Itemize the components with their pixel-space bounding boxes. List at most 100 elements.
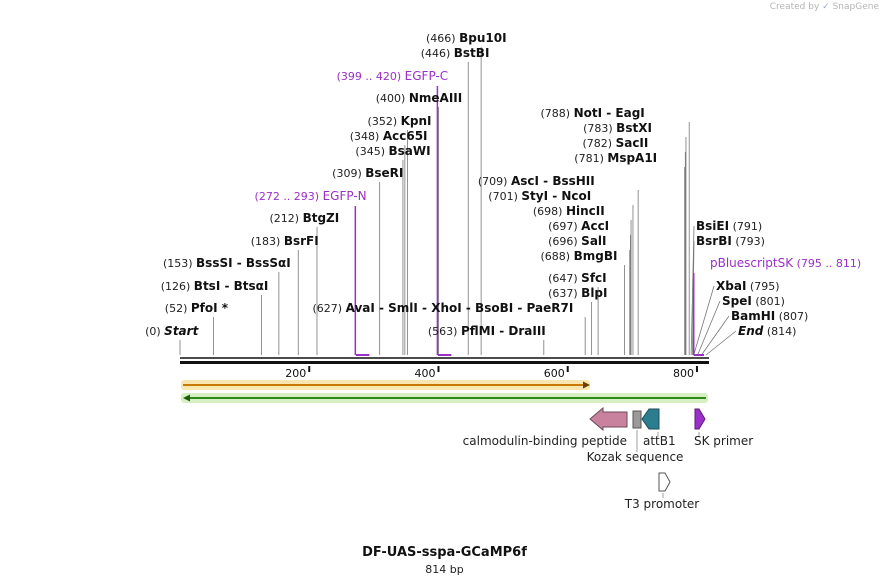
enzyme-leader-line <box>705 330 737 356</box>
enzyme-lines <box>179 47 737 356</box>
enzyme-site-bpu10i[interactable]: (466) Bpu10I <box>426 31 507 45</box>
enzyme-site-acci[interactable]: (697) AccI <box>548 219 609 233</box>
enzyme-site-noti-eagi[interactable]: (788) NotI - EagI <box>541 106 645 120</box>
enzyme-label: SpeI (801) <box>722 294 785 308</box>
enzyme-site-spei[interactable]: SpeI (801) <box>722 294 785 308</box>
enzyme-site-avai-smli-xhoi-bsobi-paer7i[interactable]: (627) AvaI - SmlI - XhoI - BsoBI - PaeR7… <box>313 301 574 315</box>
enzyme-site-acc65i[interactable]: (348) Acc65I <box>350 129 428 143</box>
primer-pbluescriptsk[interactable]: pBluescriptSK (795 .. 811) <box>692 256 861 356</box>
enzyme-site-pflmi-draiii[interactable]: (563) PflMI - DraIII <box>428 324 546 338</box>
enzyme-leader-line <box>693 285 715 356</box>
axis-ticks: 200 400 600 800 <box>285 366 698 380</box>
enzyme-label: XbaI (795) <box>716 279 779 293</box>
green-bar[interactable] <box>181 393 708 403</box>
enzyme-site-sacii[interactable]: (782) SacII <box>583 136 649 150</box>
enzyme-site-xbai[interactable]: XbaI (795) <box>716 279 779 293</box>
enzyme-site-bsssi-bsss-i[interactable]: (153) BssSI - BssSαI <box>163 256 291 270</box>
enzyme-label: (788) NotI - EagI <box>541 106 645 120</box>
enzyme-label: (212) BtgZI <box>269 211 339 225</box>
enzyme-label: (688) BmgBI <box>541 249 618 263</box>
axis-tick-label: 800 <box>673 367 694 380</box>
plasmid-length: 814 bp <box>425 563 464 576</box>
enzyme-site-btgzi[interactable]: (212) BtgZI <box>269 211 339 225</box>
enzyme-label: (183) BsrFI <box>251 234 319 248</box>
sk-primer-label: SK primer <box>694 434 753 448</box>
calmodulin-binding-peptide-label: calmodulin-binding peptide <box>463 434 627 448</box>
t3-promoter-label: T3 promoter <box>624 497 700 511</box>
enzyme-site-kpni[interactable]: (352) KpnI <box>368 114 432 128</box>
attb1-feature[interactable] <box>641 408 660 430</box>
enzyme-site-bseri[interactable]: (309) BseRI <box>332 166 403 180</box>
kozak-sequence-label: Kozak sequence <box>587 450 684 464</box>
enzyme-site-hincii[interactable]: (698) HincII <box>533 204 605 218</box>
primer-label: (272 .. 293) EGFP-N <box>255 189 367 203</box>
enzyme-leader-line <box>697 300 721 356</box>
enzyme-label: (709) AscI - BssHII <box>478 174 595 188</box>
enzyme-site-nmeaiii[interactable]: (400) NmeAIII <box>376 91 462 105</box>
enzyme-label: (345) BsaWI <box>355 144 430 158</box>
enzyme-label: (637) BlpI <box>548 286 607 300</box>
enzyme-site-sali[interactable]: (696) SalI <box>548 234 606 248</box>
calmodulin-binding-peptide-feature[interactable] <box>589 406 628 432</box>
watermark-prefix: Created by <box>769 2 820 12</box>
enzyme-label: (781) MspA1I <box>574 151 657 165</box>
kozak-sequence-feature[interactable] <box>632 410 642 429</box>
axis-tick-label: 200 <box>285 367 306 380</box>
enzyme-label: BsiEI (791) <box>696 219 762 233</box>
enzyme-site-bsiei[interactable]: BsiEI (791) <box>696 219 762 233</box>
enzyme-site-styi-ncoi[interactable]: (701) StyI - NcoI <box>488 189 591 203</box>
primer-egfp-c[interactable]: (399 .. 420) EGFP-C <box>337 69 452 356</box>
primer-label: (399 .. 420) EGFP-C <box>337 69 449 83</box>
enzyme-site-bstbi[interactable]: (446) BstBI <box>421 46 490 60</box>
primer-egfp-n[interactable]: (272 .. 293) EGFP-N <box>255 189 370 356</box>
enzyme-label: (0) Start <box>145 324 199 338</box>
enzyme-label: (698) HincII <box>533 204 605 218</box>
enzyme-leader-line <box>701 315 730 356</box>
enzyme-site-start[interactable]: (0) Start <box>145 324 199 338</box>
enzyme-site-bsrfi[interactable]: (183) BsrFI <box>251 234 319 248</box>
t3-promoter-feature[interactable] <box>658 472 671 492</box>
plasmid-name: DF-UAS-sspa-GCaMP6f <box>362 545 527 560</box>
enzyme-label: End (814) <box>738 324 796 338</box>
enzyme-label: BamHI (807) <box>731 309 808 323</box>
enzyme-label: (352) KpnI <box>368 114 432 128</box>
enzyme-site-btsi-bts-i[interactable]: (126) BtsI - BtsαI <box>161 279 269 293</box>
attb1-label: attB1 <box>643 434 676 448</box>
enzyme-label: (348) Acc65I <box>350 129 428 143</box>
enzyme-site-blpi[interactable]: (637) BlpI <box>548 286 607 300</box>
enzyme-label: BsrBI (793) <box>696 234 765 248</box>
orange-bar[interactable] <box>181 380 590 390</box>
enzyme-site-sfci[interactable]: (647) SfcI <box>548 271 607 285</box>
snapgene-watermark: Created by ✓ SnapGene <box>770 2 879 12</box>
enzyme-site-end[interactable]: End (814) <box>738 324 796 338</box>
enzyme-site-bamhi[interactable]: BamHI (807) <box>731 309 808 323</box>
watermark-brand: SnapGene <box>832 2 879 12</box>
enzyme-label: (563) PflMI - DraIII <box>428 324 546 338</box>
enzyme-site-asci-bsshii[interactable]: (709) AscI - BssHII <box>478 174 595 188</box>
enzyme-label: (647) SfcI <box>548 271 607 285</box>
enzyme-label: (153) BssSI - BssSαI <box>163 256 291 270</box>
enzyme-site-mspa1i[interactable]: (781) MspA1I <box>574 151 657 165</box>
snapgene-logo-icon: ✓ <box>822 2 830 12</box>
enzyme-site-bmgbi[interactable]: (688) BmgBI <box>541 249 618 263</box>
sk-primer-feature[interactable] <box>694 408 706 430</box>
enzyme-site-bstxi[interactable]: (783) BstXI <box>583 121 652 135</box>
enzyme-site-pfoi[interactable]: (52) PfoI * <box>165 301 229 315</box>
enzyme-label: (466) Bpu10I <box>426 31 507 45</box>
axis-tick-label: 600 <box>544 367 565 380</box>
enzyme-label: (126) BtsI - BtsαI <box>161 279 269 293</box>
enzyme-label: (446) BstBI <box>421 46 490 60</box>
enzyme-label: (627) AvaI - SmlI - XhoI - BsoBI - PaeR7… <box>313 301 574 315</box>
enzyme-site-bsrbi[interactable]: BsrBI (793) <box>696 234 765 248</box>
axis-tick-label: 400 <box>414 367 435 380</box>
sequence-backbone <box>180 357 709 364</box>
enzyme-label: (400) NmeAIII <box>376 91 462 105</box>
primer-label: pBluescriptSK (795 .. 811) <box>710 256 861 270</box>
enzyme-label: (782) SacII <box>583 136 649 150</box>
enzyme-label: (52) PfoI * <box>165 301 229 315</box>
enzyme-site-bsawi[interactable]: (345) BsaWI <box>355 144 430 158</box>
primer-layer: (399 .. 420) EGFP-C (272 .. 293) EGFP-N pB… <box>255 69 861 356</box>
enzyme-label: (309) BseRI <box>332 166 403 180</box>
enzyme-label: (696) SalI <box>548 234 606 248</box>
